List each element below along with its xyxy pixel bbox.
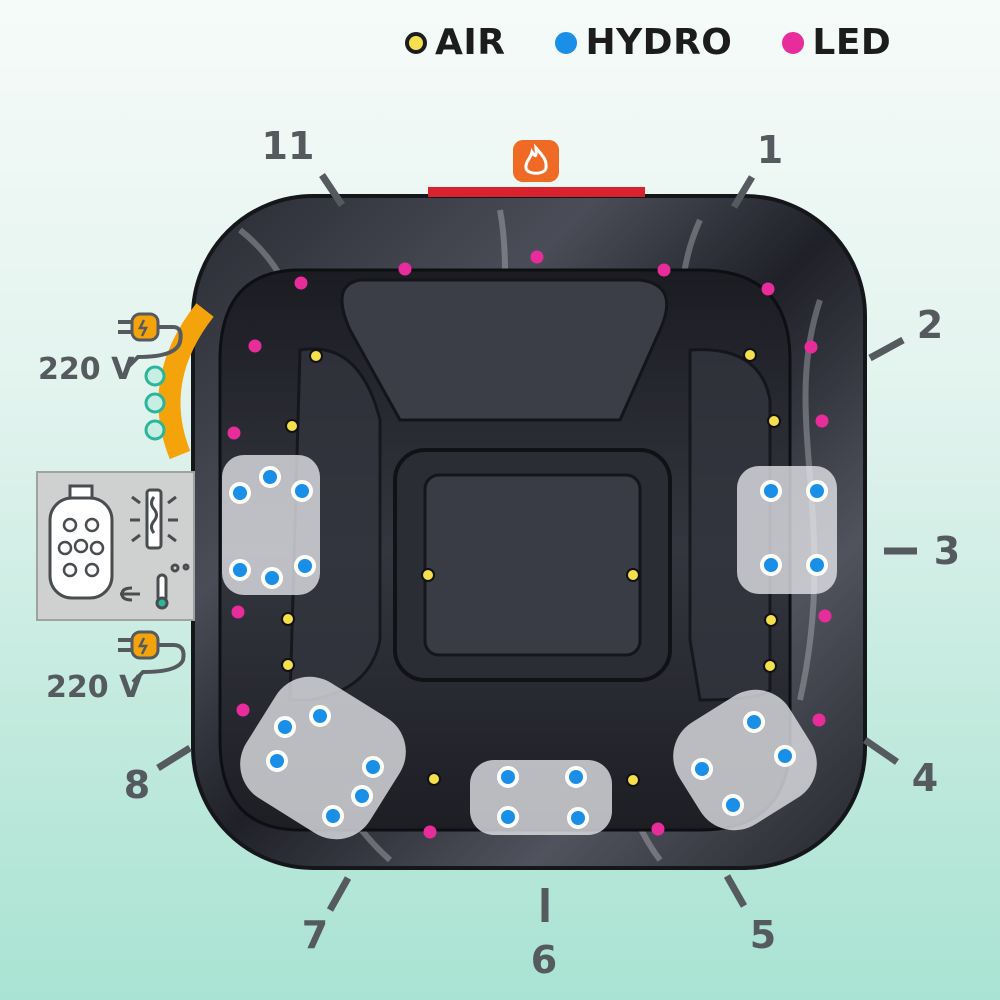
temperature-sensor-icon (120, 563, 190, 610)
seat-number-6: 6 (530, 938, 558, 982)
jet-markers (227, 250, 832, 839)
hydro-marker (274, 716, 296, 738)
led-marker (804, 340, 818, 354)
legend-air-label: AIR (435, 22, 506, 63)
seat-number-7: 7 (301, 913, 329, 957)
heater-bar (428, 187, 645, 197)
led-marker (651, 822, 665, 836)
power-plug-icon (118, 312, 183, 369)
hydro-marker (229, 482, 251, 504)
heater-icon (513, 140, 559, 182)
hydro-marker (806, 480, 828, 502)
air-marker (626, 773, 640, 787)
seat-number-3: 3 (933, 529, 961, 573)
hydro-marker (266, 750, 288, 772)
led-marker (530, 250, 544, 264)
led-marker (398, 262, 412, 276)
power-plug-icon (118, 630, 186, 684)
hydro-marker (806, 554, 828, 576)
voltage-label-top: 220 V (38, 352, 135, 387)
hydro-dot-icon (555, 31, 578, 54)
led-marker (657, 263, 671, 277)
led-marker (423, 825, 437, 839)
air-dot-icon (405, 31, 427, 54)
seat-ticks (156, 173, 917, 922)
hydro-marker (565, 766, 587, 788)
led-marker (812, 713, 826, 727)
footwell-floor (423, 473, 642, 657)
hydro-marker (567, 807, 589, 829)
led-marker (294, 276, 308, 290)
hydro-marker (760, 480, 782, 502)
air-marker (309, 349, 323, 363)
led-marker (818, 609, 832, 623)
hydro-marker (362, 756, 384, 778)
air-marker (763, 659, 777, 673)
filter-cartridge-icon (48, 484, 114, 600)
seat-number-1: 1 (756, 128, 784, 172)
hydro-marker (259, 466, 281, 488)
hydro-marker (291, 480, 313, 502)
air-marker (281, 658, 295, 672)
led-marker (761, 282, 775, 296)
legend-air: AIR (405, 22, 505, 63)
air-marker (764, 613, 778, 627)
led-marker (236, 703, 250, 717)
hydro-marker (760, 554, 782, 576)
hydro-marker (351, 785, 373, 807)
air-marker (281, 612, 295, 626)
seat-number-4: 4 (911, 756, 939, 800)
air-marker (767, 414, 781, 428)
hydro-marker (497, 766, 519, 788)
legend-led-label: LED (812, 22, 892, 63)
hydro-marker (722, 794, 744, 816)
led-marker (248, 339, 262, 353)
hydro-marker (774, 745, 796, 767)
seat-number-8: 8 (123, 763, 151, 807)
air-marker (626, 568, 640, 582)
led-marker (231, 605, 245, 619)
uv-lamp-icon (130, 488, 178, 550)
equipment-panel (36, 471, 195, 621)
hydro-marker (261, 567, 283, 589)
air-marker (427, 772, 441, 786)
hydro-marker (309, 705, 331, 727)
legend-hydro: HYDRO (555, 22, 732, 63)
seat-number-2: 2 (916, 303, 944, 347)
led-marker (227, 426, 241, 440)
led-dot-icon (782, 31, 805, 54)
air-marker (743, 348, 757, 362)
seat-number-5: 5 (749, 913, 777, 957)
hydro-marker (743, 711, 765, 733)
hydro-marker (229, 559, 251, 581)
hydro-marker (691, 758, 713, 780)
led-marker (815, 414, 829, 428)
air-marker (421, 568, 435, 582)
hydro-marker (322, 805, 344, 827)
power-panel (158, 303, 214, 460)
pump-icon (144, 365, 166, 441)
air-marker (285, 419, 299, 433)
hydro-marker (294, 555, 316, 577)
voltage-label-bottom: 220 V (46, 670, 143, 705)
legend-hydro-label: HYDRO (585, 22, 733, 63)
seat-number-11: 11 (261, 124, 315, 168)
legend: AIR HYDRO LED (405, 22, 941, 63)
legend-led: LED (782, 22, 891, 63)
headrest (340, 278, 669, 422)
hydro-marker (497, 806, 519, 828)
